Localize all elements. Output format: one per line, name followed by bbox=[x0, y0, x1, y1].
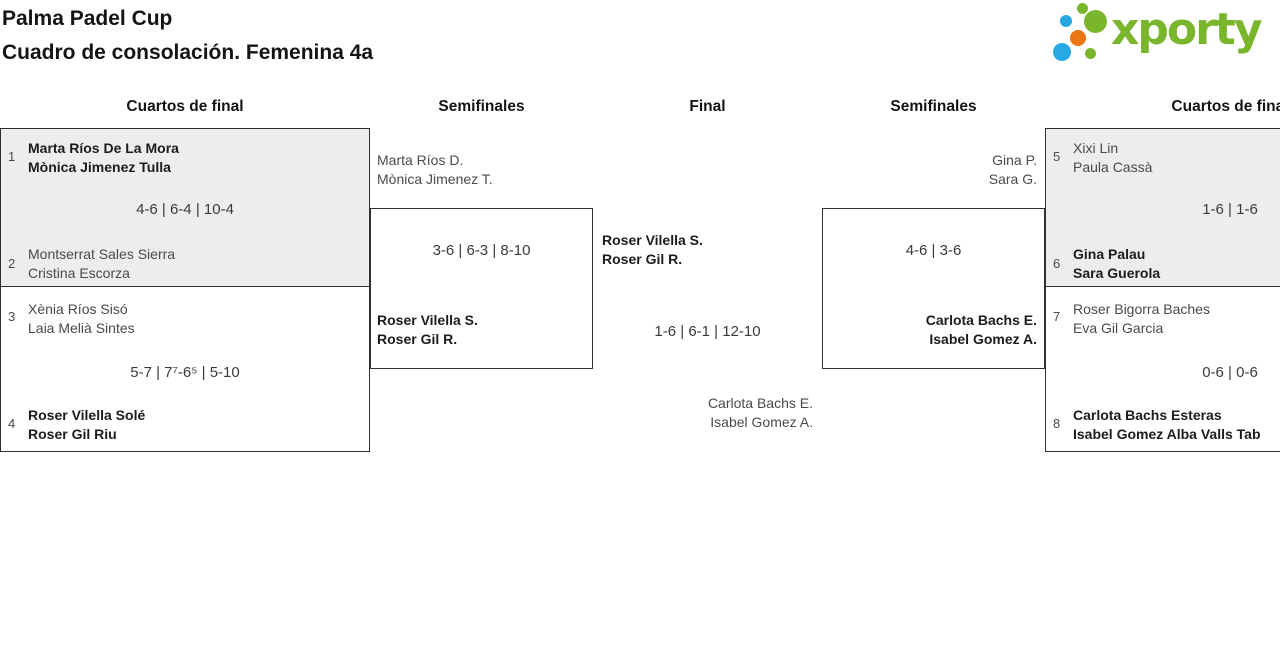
team-pair: Roser Bigorra Baches Eva Gil Garcia bbox=[1073, 300, 1210, 338]
player-name: Marta Ríos D. bbox=[377, 152, 464, 168]
match-score: 5-7 | 7⁷-6⁵ | 5-10 bbox=[130, 364, 240, 381]
team-pair: Carlota Bachs E. Isabel Gomez A. bbox=[823, 311, 1037, 349]
team-pair: Roser Vilella S. Roser Gil R. bbox=[602, 231, 703, 269]
team-pair: Roser Vilella Solé Roser Gil Riu bbox=[28, 406, 145, 444]
match-box-qf-4[interactable]: 7 Roser Bigorra Baches Eva Gil Garcia 0-… bbox=[1045, 286, 1280, 452]
team-pair: Gina P. Sara G. bbox=[822, 151, 1037, 189]
player-name: Carlota Bachs Esteras bbox=[1073, 407, 1222, 423]
player-name: Sara G. bbox=[988, 171, 1037, 187]
match-box-qf-3[interactable]: 5 Xixi Lin Paula Cassà 1-6 | 1-6 6 Gina … bbox=[1045, 128, 1280, 287]
player-name: Isabel Gomez A. bbox=[929, 331, 1037, 347]
xporty-logo[interactable]: xporty bbox=[1050, 0, 1280, 70]
match-box-qf-2[interactable]: 3 Xènia Ríos Sisó Laia Melià Sintes 5-7 … bbox=[0, 286, 370, 452]
match-score: 3-6 | 6-3 | 8-10 bbox=[432, 242, 531, 259]
player-name: Montserrat Sales Sierra bbox=[28, 246, 176, 262]
seed-number: 7 bbox=[1053, 309, 1061, 324]
match-box-sf-right[interactable]: 4-6 | 3-6 Carlota Bachs E. Isabel Gomez … bbox=[822, 208, 1045, 369]
logo-dot-icon bbox=[1077, 3, 1088, 14]
player-name: Roser Bigorra Baches bbox=[1073, 301, 1210, 317]
player-name: Eva Gil Garcia bbox=[1073, 320, 1164, 336]
player-name: Gina P. bbox=[992, 152, 1037, 168]
page-title: Palma Padel Cup Cuadro de consolación. F… bbox=[2, 2, 373, 70]
player-name: Mònica Jimenez Tulla bbox=[28, 159, 171, 175]
team-pair: Marta Ríos De La Mora Mònica Jimenez Tul… bbox=[28, 139, 179, 177]
player-name: Isabel Gomez Alba Valls Tab bbox=[1073, 426, 1261, 442]
player-name: Xixi Lin bbox=[1073, 140, 1119, 156]
team-pair: Marta Ríos D. Mònica Jimenez T. bbox=[377, 151, 493, 189]
team-pair: Carlota Bachs Esteras Isabel Gomez Alba … bbox=[1073, 406, 1261, 444]
seed-number: 4 bbox=[8, 416, 16, 431]
xporty-wordmark: xporty bbox=[1111, 4, 1263, 55]
column-header-quarterfinals-right: Cuartos de final bbox=[1171, 98, 1280, 115]
player-name: Roser Gil R. bbox=[377, 331, 458, 347]
match-box-qf-1[interactable]: 1 Marta Ríos De La Mora Mònica Jimenez T… bbox=[0, 128, 370, 287]
column-header-quarterfinals-left: Cuartos de final bbox=[126, 98, 244, 115]
player-name: Carlota Bachs E. bbox=[925, 312, 1037, 328]
team-pair: Roser Vilella S. Roser Gil R. bbox=[377, 311, 478, 349]
seed-number: 6 bbox=[1053, 256, 1061, 271]
team-pair: Carlota Bachs E. Isabel Gomez A. bbox=[593, 394, 813, 432]
player-name: Roser Gil R. bbox=[602, 251, 683, 267]
logo-dot-icon bbox=[1084, 10, 1107, 33]
player-name: Carlota Bachs E. bbox=[707, 395, 813, 411]
match-score: 0-6 | 0-6 bbox=[1202, 364, 1258, 381]
player-name: Roser Vilella S. bbox=[377, 312, 478, 328]
seed-number: 3 bbox=[8, 309, 16, 324]
player-name: Roser Vilella Solé bbox=[28, 407, 146, 423]
team-pair: Gina Palau Sara Guerola bbox=[1073, 245, 1160, 283]
logo-dot-icon bbox=[1053, 43, 1071, 61]
team-pair: Xixi Lin Paula Cassà bbox=[1073, 139, 1152, 177]
tournament-name: Palma Padel Cup bbox=[2, 7, 173, 30]
player-name: Isabel Gomez A. bbox=[710, 414, 813, 430]
player-name: Roser Gil Riu bbox=[28, 426, 117, 442]
player-name: Mònica Jimenez T. bbox=[377, 171, 493, 187]
player-name: Laia Melià Sintes bbox=[28, 320, 135, 336]
match-score: 4-6 | 6-4 | 10-4 bbox=[136, 201, 234, 218]
bracket-subtitle: Cuadro de consolación. Femenina 4a bbox=[2, 41, 374, 64]
player-name: Paula Cassà bbox=[1073, 159, 1153, 175]
match-score: 4-6 | 3-6 bbox=[905, 242, 962, 259]
logo-dot-icon bbox=[1060, 15, 1072, 27]
team-pair: Montserrat Sales Sierra Cristina Escorza bbox=[28, 245, 175, 283]
match-score: 1-6 | 1-6 bbox=[1202, 201, 1258, 218]
column-header-semifinals-right: Semifinales bbox=[890, 98, 977, 115]
player-name: Cristina Escorza bbox=[28, 265, 130, 281]
player-name: Gina Palau bbox=[1073, 246, 1146, 262]
player-name: Sara Guerola bbox=[1073, 265, 1161, 281]
seed-number: 5 bbox=[1053, 149, 1061, 164]
player-name: Marta Ríos De La Mora bbox=[28, 140, 179, 156]
seed-number: 2 bbox=[8, 256, 16, 271]
column-header-final: Final bbox=[689, 98, 726, 115]
logo-dot-icon bbox=[1070, 30, 1086, 46]
player-name: Xènia Ríos Sisó bbox=[28, 301, 128, 317]
final-score: 1-6 | 6-1 | 12-10 bbox=[654, 323, 761, 340]
seed-number: 1 bbox=[8, 149, 16, 164]
player-name: Roser Vilella S. bbox=[602, 232, 703, 248]
match-box-sf-left[interactable]: 3-6 | 6-3 | 8-10 Roser Vilella S. Roser … bbox=[370, 208, 593, 369]
seed-number: 8 bbox=[1053, 416, 1061, 431]
logo-dot-icon bbox=[1085, 48, 1096, 59]
column-header-semifinals-left: Semifinales bbox=[438, 98, 525, 115]
team-pair: Xènia Ríos Sisó Laia Melià Sintes bbox=[28, 300, 135, 338]
